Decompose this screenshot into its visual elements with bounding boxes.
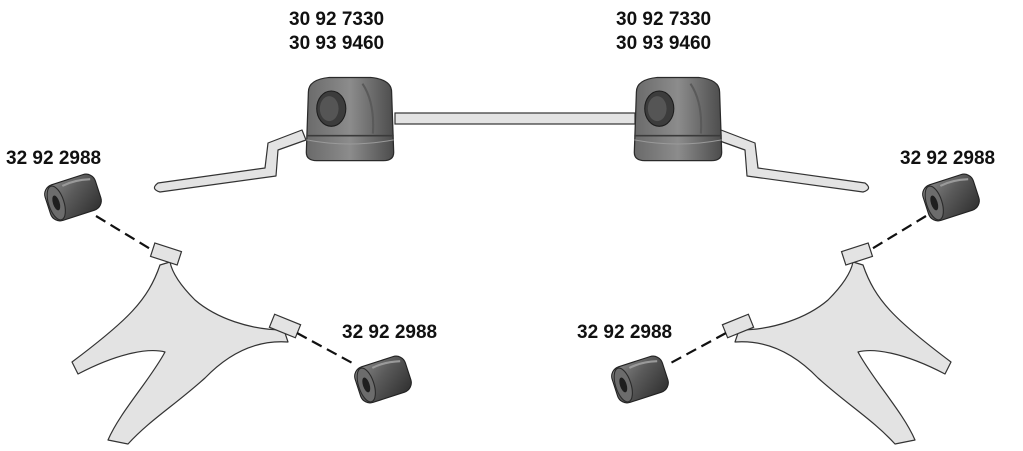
control-arm-bushing-upper-left-label: 32 92 2988 xyxy=(6,148,102,169)
part-number: 30 92 7330 xyxy=(616,9,712,30)
control-arm-bushing-inner-right-label: 32 92 2988 xyxy=(577,322,673,343)
stabilizer-bushing-right-label: 30 92 7330 30 93 9460 xyxy=(616,8,711,56)
control-arm-right xyxy=(721,242,952,445)
part-number: 30 93 9460 xyxy=(289,33,385,54)
control-arm-bushing-inner-left xyxy=(351,352,415,407)
stabilizer-bushing-left-label: 30 92 7330 30 93 9460 xyxy=(289,8,384,56)
stabilizer-bushing-right xyxy=(633,76,723,162)
stabilizer-bushing-left xyxy=(305,76,395,162)
control-arm-left xyxy=(71,242,302,445)
control-arm-bushing-upper-right xyxy=(919,170,983,225)
stabilizer-bar xyxy=(153,112,870,193)
control-arm-bushing-upper-right-label: 32 92 2988 xyxy=(900,148,996,169)
leader-lines xyxy=(95,215,927,366)
control-arm-bushing-inner-left-label: 32 92 2988 xyxy=(342,322,438,343)
control-arm-bushing-upper-left xyxy=(41,170,105,225)
part-number: 30 92 7330 xyxy=(289,9,385,30)
part-number: 30 93 9460 xyxy=(616,33,712,54)
control-arm-bushing-inner-right xyxy=(608,352,672,407)
